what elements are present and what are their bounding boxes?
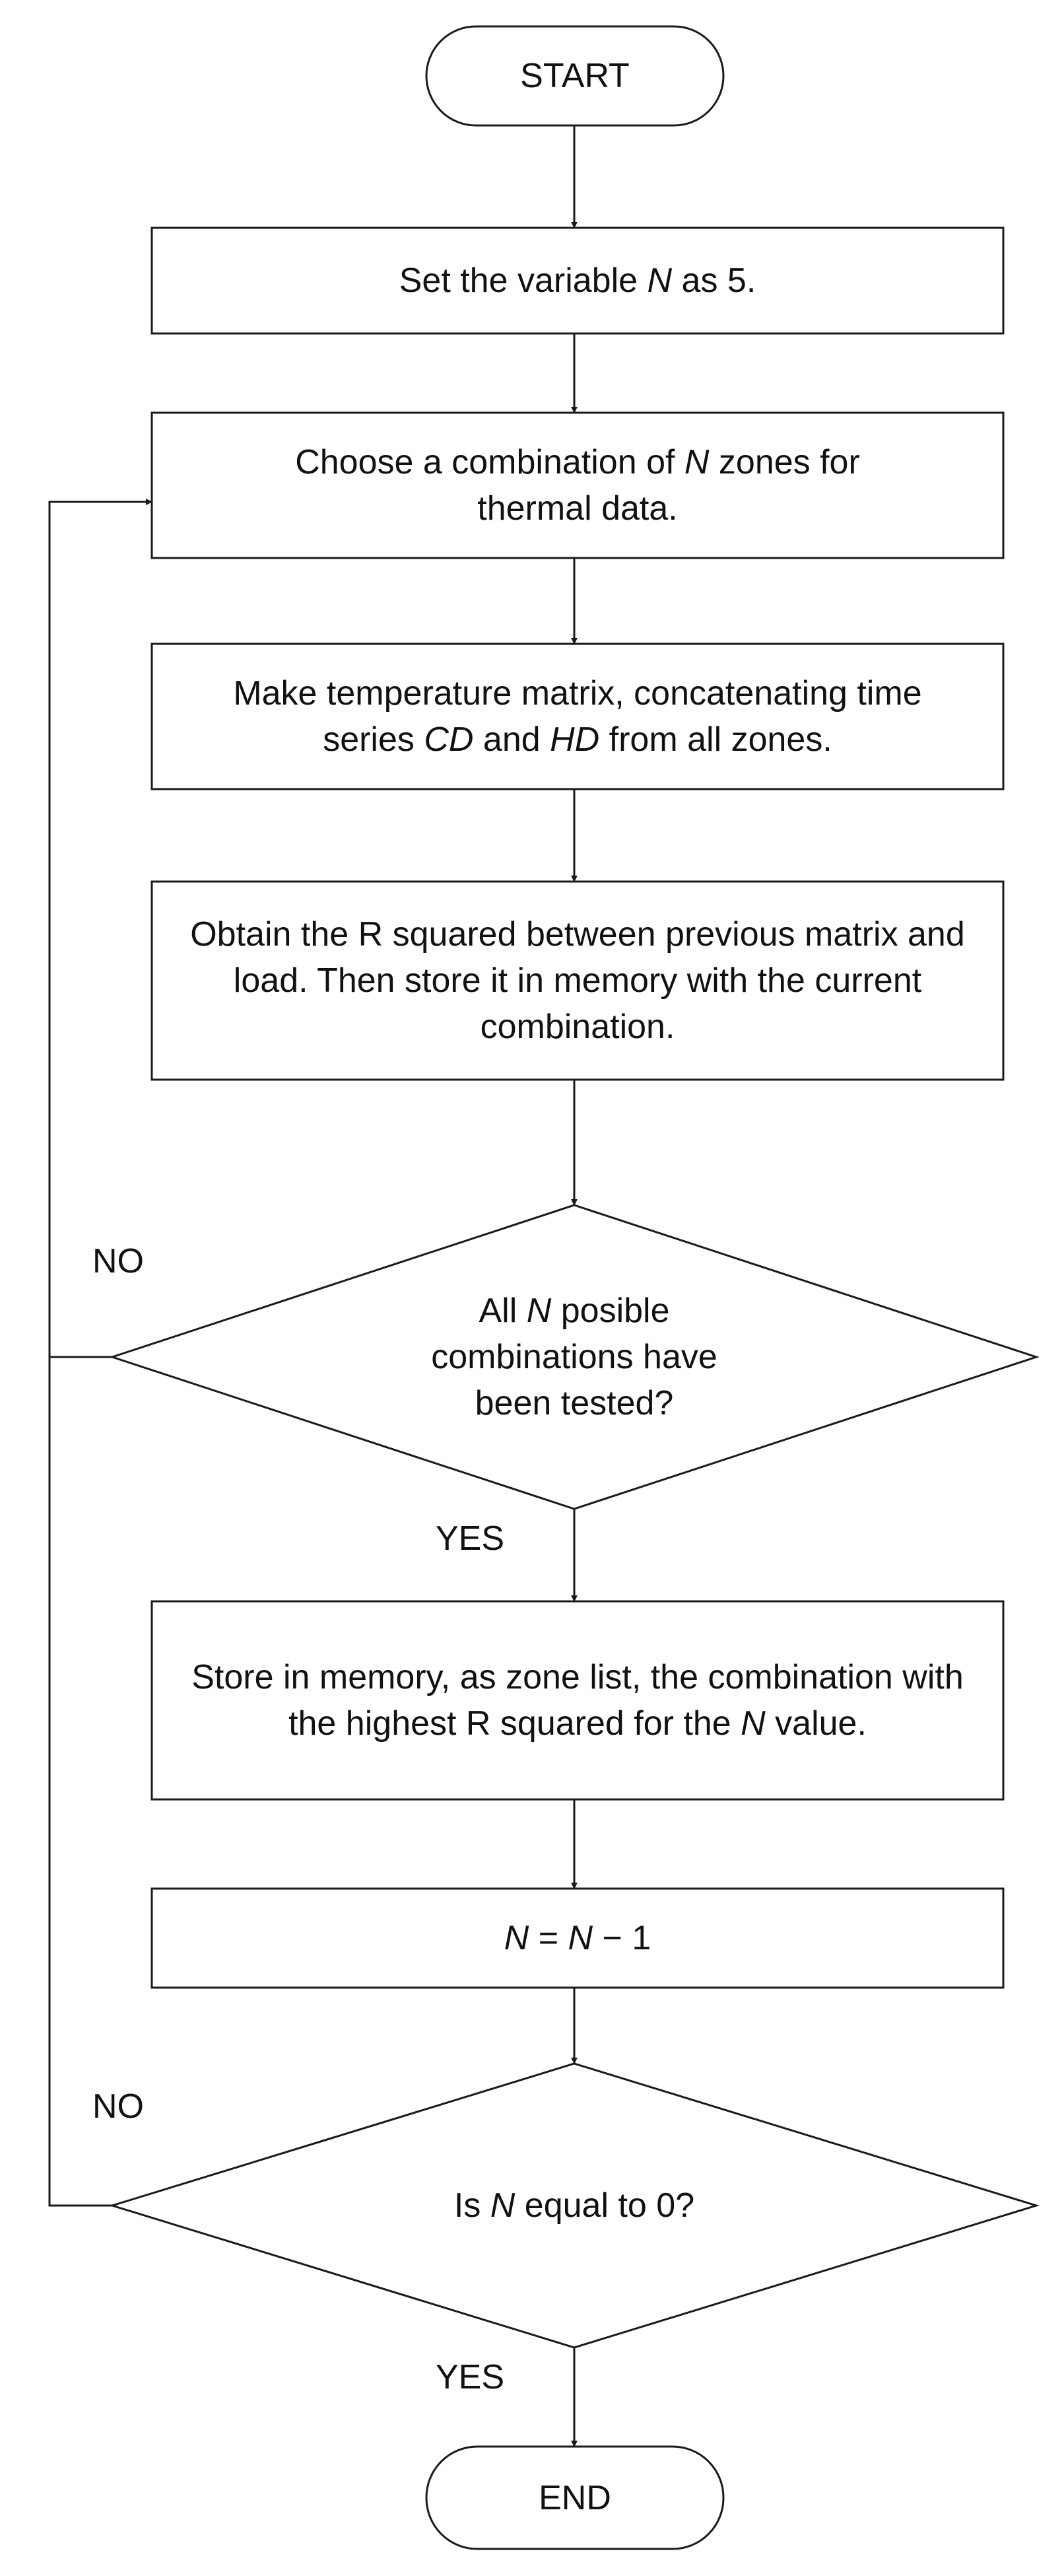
matrix-process (150, 643, 1005, 790)
choose-process (150, 411, 1005, 559)
rsq-label: Obtain the R squared between previous ma… (190, 915, 965, 1046)
set-n-label: Set the variable N as 5. (399, 261, 756, 300)
decrement-process (150, 1887, 1005, 1989)
is-zero-label: Is N equal to 0? (453, 2186, 695, 2225)
store-process (150, 1600, 1005, 1801)
tested-label: All N posible combinations have been tes… (431, 1292, 717, 1422)
yes-label-1: YES (436, 1519, 505, 1558)
no-label-1: NO (92, 1242, 144, 1280)
connector-tested-no-loop (48, 499, 152, 1358)
store-label: Store in memory, as zone list, the combi… (191, 1658, 964, 1743)
end-label: END (539, 2478, 611, 2517)
choose-label: Choose a combination of N zones for ther… (295, 443, 860, 528)
rsq-process (150, 880, 1005, 1081)
set-n-process (150, 226, 1005, 335)
start-label: START (520, 57, 630, 95)
yes-label-2: YES (436, 2358, 505, 2396)
no-label-2: NO (92, 2087, 144, 2126)
matrix-label: Make temperature matrix, concatenating t… (233, 674, 922, 759)
decrement-label: N = N − 1 (504, 1919, 651, 1957)
connector-is-zero-no-loop (48, 1357, 112, 2207)
